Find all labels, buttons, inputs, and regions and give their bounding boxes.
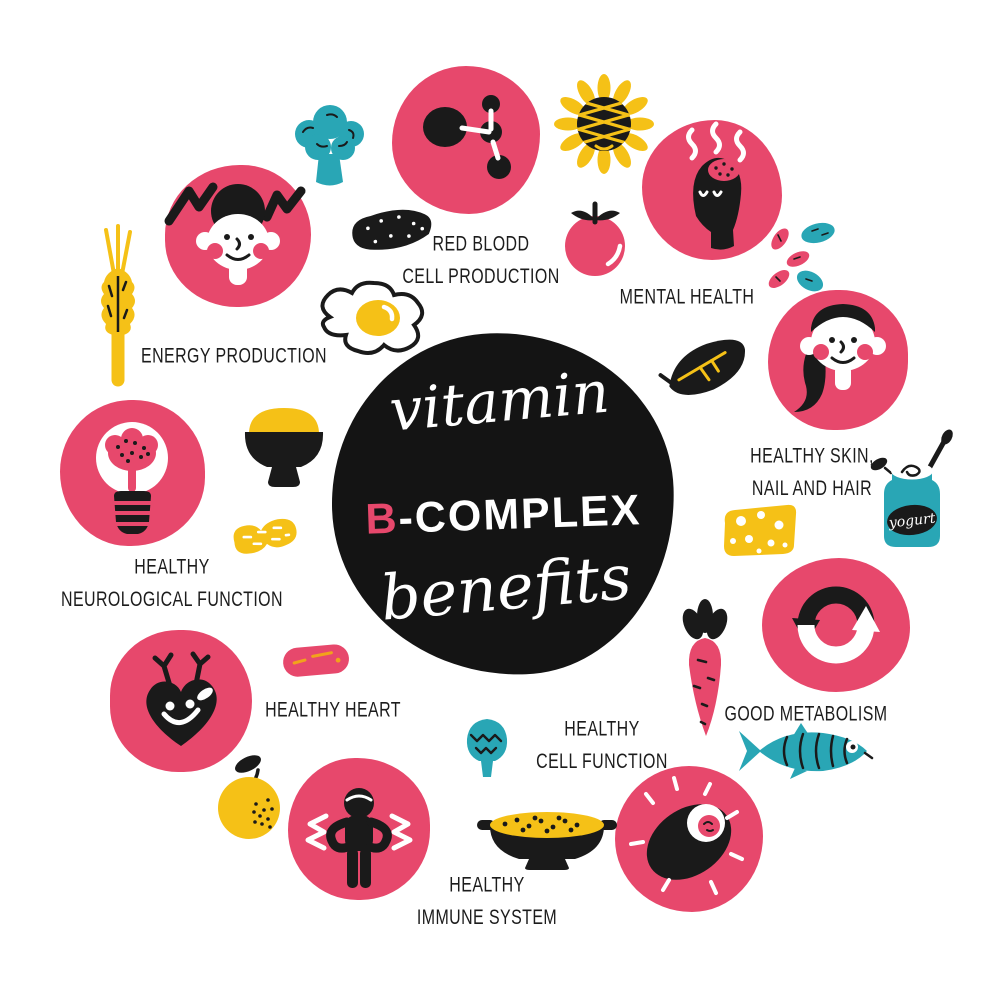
yogurt-jar-icon: yogurt	[870, 429, 953, 547]
yogurt-decoration: yogurt	[870, 428, 958, 552]
benefit-label-red-blood: RED BLODD CELL PRODUCTION	[402, 232, 560, 289]
fried-egg-decoration	[306, 273, 438, 361]
tomato-icon	[565, 201, 625, 276]
woman-face-icon	[794, 304, 886, 412]
title-b-complex: B-COMPLEX	[332, 485, 676, 546]
rice-bowl-decoration	[240, 398, 328, 490]
carrot-icon	[682, 599, 728, 736]
red-blood-circle	[392, 66, 540, 214]
neurological-circle	[60, 400, 205, 546]
sunflower-decoration	[554, 74, 654, 174]
black-pickle-icon	[352, 209, 432, 250]
wheat-icon	[101, 224, 135, 387]
sunflower-icon	[554, 74, 654, 174]
energy-circle	[164, 165, 311, 307]
nuts-and-beans-icon	[768, 222, 835, 292]
benefit-label-cell: HEALTHY CELL FUNCTION	[536, 717, 668, 774]
tomato-decoration	[556, 196, 634, 280]
immune-system-circle	[288, 758, 430, 900]
broccoli-icon	[295, 105, 364, 186]
peanut-decoration	[223, 509, 309, 566]
title-benefits: benefits	[377, 540, 635, 635]
skin-nail-hair-circle	[768, 290, 908, 430]
heart-circle	[110, 630, 252, 772]
metabolism-circle	[762, 558, 910, 692]
peanut-icon	[233, 518, 297, 554]
sausage-icon	[283, 644, 349, 677]
strong-person-icon	[305, 788, 413, 888]
benefit-label-metabolism: GOOD METABOLISM	[724, 702, 888, 726]
cycle-arrows-icon	[792, 586, 880, 664]
cell-icon	[629, 776, 744, 895]
benefit-label-skin: HEALTHY SKIN, NAIL AND HAIR	[750, 444, 874, 501]
nuts-and-beans-decoration	[766, 217, 844, 299]
title-accent-letter: B	[364, 494, 400, 544]
benefit-label-neurological: HEALTHY NEUROLOGICAL FUNCTION	[61, 555, 283, 612]
fish-icon	[739, 723, 874, 779]
artichoke-icon	[466, 719, 508, 777]
yogurt-label-text: yogurt	[887, 511, 936, 532]
spinach-leaf-decoration	[658, 331, 752, 401]
rice-bowl-icon	[244, 408, 324, 487]
smiling-heart-icon	[146, 651, 217, 746]
title-complex-rest: -COMPLEX	[397, 486, 643, 543]
benefit-label-energy: ENERGY PRODUCTION	[141, 344, 327, 368]
title-vitamin: vitamin	[386, 357, 612, 445]
carrot-decoration	[681, 598, 729, 740]
artichoke-decoration	[458, 716, 516, 778]
mental-health-circle	[642, 120, 782, 260]
fish-decoration	[735, 722, 877, 780]
brain-bulb-icon	[96, 422, 168, 534]
head-brain-icon	[686, 121, 746, 250]
center-title-blob: vitamin B-COMPLEX benefits	[326, 327, 680, 681]
benefit-label-heart: HEALTHY HEART	[265, 698, 401, 722]
molecule-icon	[423, 95, 511, 179]
energized-face-icon	[164, 182, 306, 285]
cheese-decoration	[717, 499, 803, 559]
spinach-leaf-icon	[658, 339, 745, 395]
broccoli-decoration	[287, 102, 371, 188]
orange-icon	[218, 755, 280, 839]
wheat-decoration	[96, 224, 140, 387]
pickle-decoration	[342, 197, 439, 258]
paella-pan-decoration	[477, 792, 617, 870]
benefit-label-immune: HEALTHY IMMUNE SYSTEM	[416, 873, 558, 930]
benefit-label-mental: MENTAL HEALTH	[619, 285, 755, 309]
orange-decoration	[210, 752, 290, 840]
cheese-icon	[724, 504, 797, 556]
paella-pan-icon	[477, 812, 617, 870]
sausage-decoration	[279, 635, 355, 685]
fried-egg-icon	[320, 280, 425, 355]
cell-function-circle	[615, 766, 763, 912]
